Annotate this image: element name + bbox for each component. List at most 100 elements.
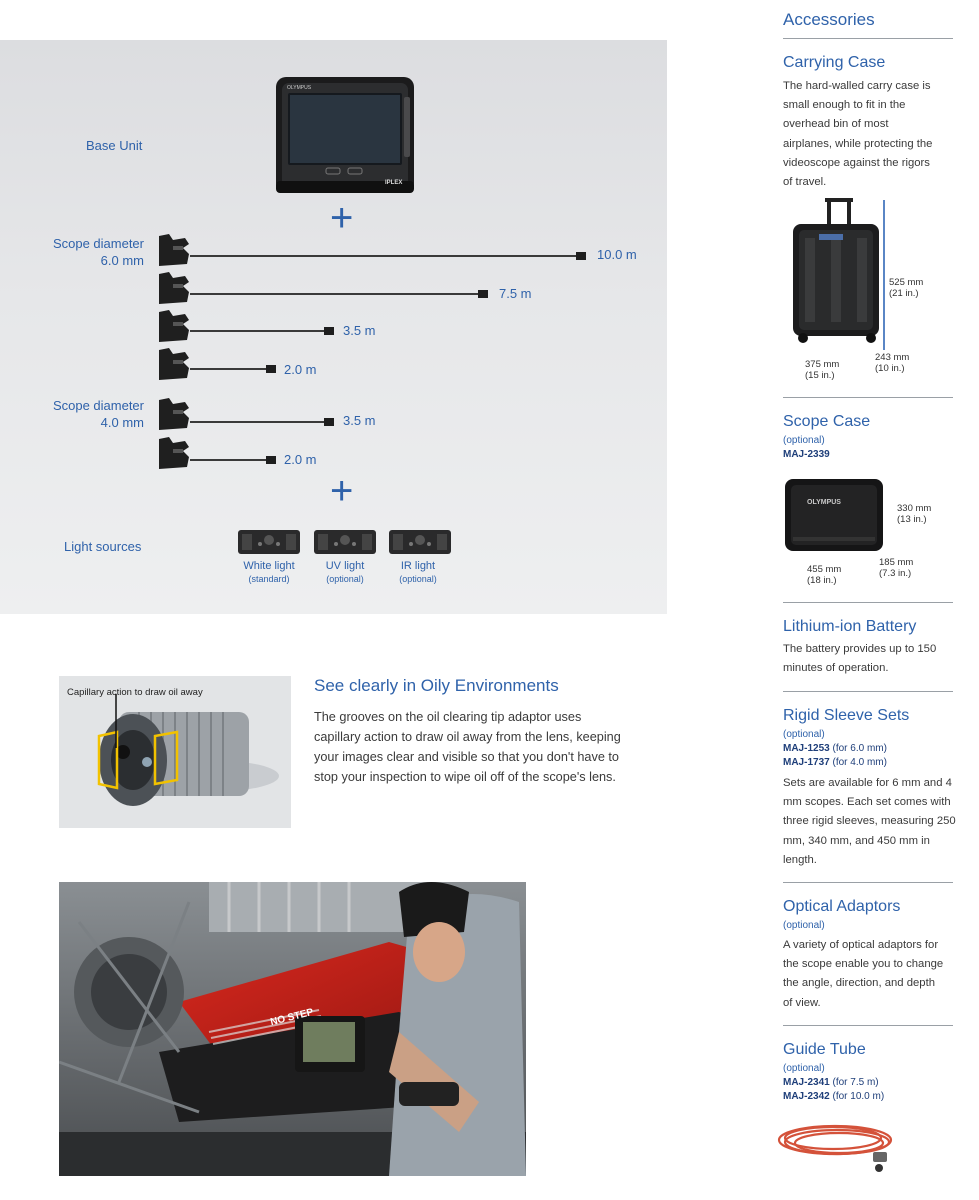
light-caption-uv: UV light (optional) — [307, 560, 383, 586]
dim-value-in: (18 in.) — [807, 575, 837, 586]
dim-value: 185 mm — [879, 557, 914, 568]
probe-icon — [155, 232, 191, 268]
carrying-case-image — [789, 196, 885, 346]
guide-tube-part-1: MAJ-2341 (for 7.5 m) — [783, 1076, 879, 1090]
cable-end — [324, 418, 334, 426]
rigid-sleeve-title: Rigid Sleeve Sets — [783, 707, 910, 724]
divider — [783, 602, 953, 603]
length-label-3-5m: 3.5 m — [343, 323, 376, 338]
dimension-line — [883, 200, 885, 350]
cable-2m — [190, 368, 268, 370]
plus-sign-1: + — [330, 196, 354, 240]
light-name: IR light — [400, 560, 436, 572]
scope-6mm-label-line1: Scope diameter — [52, 236, 144, 251]
divider — [783, 1025, 953, 1026]
carrying-case-depth: 243 mm (10 in.) — [875, 352, 909, 374]
carrying-case-height: 525 mm (21 in.) — [889, 277, 923, 299]
cable-7-5m — [190, 293, 480, 295]
light-source-icon — [389, 530, 451, 554]
optical-adaptors-optional: (optional) — [783, 920, 825, 931]
dim-value: 330 mm — [897, 503, 932, 514]
light-caption-ir: IR light (optional) — [380, 560, 456, 586]
scope-case-width: 455 mm (18 in.) — [807, 564, 841, 586]
cable-3-5m — [190, 330, 326, 332]
scope-6mm-label-line2: 6.0 mm — [100, 253, 144, 268]
divider — [783, 691, 953, 692]
divider — [783, 397, 953, 398]
technician-photo — [59, 882, 526, 1176]
cable-end — [478, 290, 488, 298]
carrying-case-body: The hard-walled carry case is small enou… — [783, 80, 933, 189]
base-unit-image — [276, 77, 414, 193]
light-note: (standard) — [248, 574, 290, 584]
part-number: MAJ-1737 — [783, 757, 830, 768]
dim-value-in: (15 in.) — [805, 370, 835, 381]
battery-body: The battery provides up to 150 minutes o… — [783, 643, 937, 675]
dim-value: 525 mm — [889, 277, 924, 288]
light-sources-label: Light sources — [64, 539, 142, 554]
dim-value-in: (10 in.) — [875, 363, 905, 374]
cable-end — [266, 365, 276, 373]
optical-adaptors-body: A variety of optical adaptors for the sc… — [783, 939, 944, 1009]
scope-4mm-label: Scope diameter 4.0 mm — [40, 397, 144, 431]
device-model: IPLEX — [385, 180, 403, 186]
length-label-7-5m: 7.5 m — [499, 286, 532, 301]
light-note: (optional) — [326, 574, 364, 584]
device-brand: OLYMPUS — [287, 85, 312, 91]
scope-case-depth: 185 mm (7.3 in.) — [879, 557, 913, 579]
probe-icon — [155, 435, 191, 471]
base-unit-label: Base Unit — [86, 138, 143, 153]
oil-section-body: The grooves on the oil clearing tip adap… — [314, 710, 621, 784]
dim-value-in: (21 in.) — [889, 288, 919, 299]
part-note: (for 10.0 m) — [832, 1091, 885, 1102]
guide-tube-optional: (optional) — [783, 1063, 825, 1074]
dim-value: 375 mm — [805, 359, 840, 370]
divider — [783, 38, 953, 39]
light-name: White light — [243, 560, 295, 572]
part-number: MAJ-1253 — [783, 743, 830, 754]
light-caption-white: White light (standard) — [231, 560, 307, 586]
cable-end — [576, 252, 586, 260]
scope-case-height: 330 mm (13 in.) — [897, 503, 931, 525]
dim-value-in: (13 in.) — [897, 514, 927, 525]
scope-case-image — [783, 475, 885, 555]
scope-case-logo: OLYMPUS — [807, 499, 841, 506]
part-note: (for 4.0 mm) — [832, 757, 887, 768]
probe-icon — [155, 396, 191, 432]
part-note: (for 6.0 mm) — [832, 743, 887, 754]
part-number: MAJ-2341 — [783, 1077, 830, 1088]
rigid-sleeve-optional: (optional) — [783, 729, 825, 740]
divider — [783, 882, 953, 883]
cable-end — [266, 456, 276, 464]
cable-3-5m-4mm — [190, 421, 326, 423]
part-number: MAJ-2342 — [783, 1091, 830, 1102]
optical-adaptors-title: Optical Adaptors — [783, 898, 901, 915]
carrying-case-title: Carrying Case — [783, 54, 886, 71]
length-label-10m: 10.0 m — [597, 247, 637, 262]
rigid-sleeve-part-2: MAJ-1737 (for 4.0 mm) — [783, 756, 887, 770]
probe-icon — [155, 346, 191, 382]
cable-2m-4mm — [190, 459, 268, 461]
scope-6mm-label: Scope diameter 6.0 mm — [40, 235, 144, 269]
length-label-2m-4mm: 2.0 m — [284, 452, 317, 467]
length-label-3-5m-4mm: 3.5 m — [343, 413, 376, 428]
oil-tip-photo — [59, 676, 291, 828]
configuration-panel: Base Unit OLYMPUS IPLEX + Scope diameter… — [0, 40, 667, 614]
light-source-icon — [314, 530, 376, 554]
cable-10m — [190, 255, 578, 257]
part-note: (for 7.5 m) — [832, 1077, 879, 1088]
scope-4mm-label-line2: 4.0 mm — [100, 415, 144, 430]
guide-tube-title: Guide Tube — [783, 1041, 866, 1058]
light-note: (optional) — [399, 574, 437, 584]
cable-end — [324, 327, 334, 335]
rigid-sleeve-body: Sets are available for 6 mm and 4 mm sco… — [783, 777, 956, 866]
rigid-sleeve-part-1: MAJ-1253 (for 6.0 mm) — [783, 742, 887, 756]
guide-tube-image — [775, 1110, 905, 1176]
scope-case-optional: (optional) — [783, 435, 825, 446]
scope-case-part: MAJ-2339 — [783, 449, 830, 460]
light-name: UV light — [325, 560, 365, 572]
carrying-case-width: 375 mm (15 in.) — [805, 359, 839, 381]
dim-value-in: (7.3 in.) — [879, 568, 912, 579]
dim-value: 243 mm — [875, 352, 910, 363]
probe-icon — [155, 308, 191, 344]
